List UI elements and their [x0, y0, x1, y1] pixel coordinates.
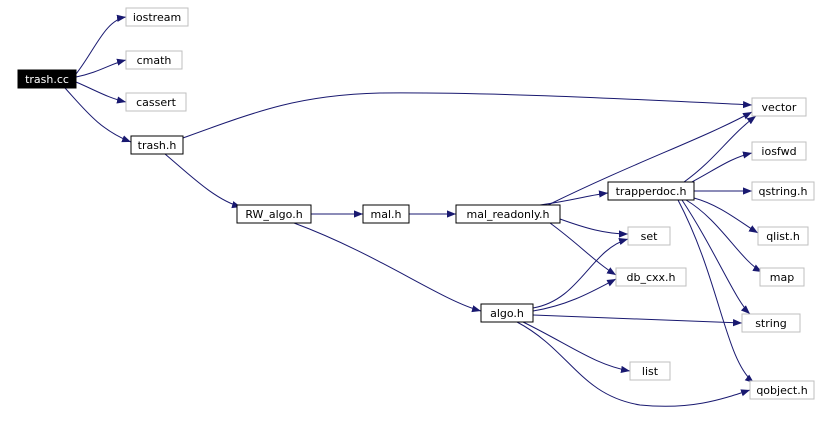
- node-string[interactable]: string: [741, 313, 801, 333]
- edge-trash_cc-to-iostream: [75, 14, 127, 75]
- node-cassert[interactable]: cassert: [125, 92, 187, 112]
- node-db-cxx-h[interactable]: db_cxx.h: [615, 267, 687, 287]
- node-label: algo.h: [490, 307, 524, 320]
- edge-trapperdoc_h-to-qlist_h: [693, 197, 759, 234]
- node-label: cassert: [136, 96, 177, 109]
- node-label: trapperdoc.h: [616, 185, 687, 198]
- node-box: [125, 7, 189, 27]
- node-label: iostream: [133, 11, 181, 24]
- node-box: [751, 181, 815, 201]
- edge-algo_h-to-qobject_h: [516, 321, 751, 407]
- edges-layer: [64, 14, 763, 407]
- node-box: [741, 313, 801, 333]
- node-box: [125, 92, 187, 112]
- edge-trapperdoc_h-to-iosfwd: [687, 151, 753, 185]
- node-trapperdoc-h[interactable]: trapperdoc.h: [607, 181, 695, 201]
- node-label: db_cxx.h: [626, 271, 675, 284]
- node-label: mal_readonly.h: [467, 208, 550, 221]
- node-label: vector: [762, 101, 797, 114]
- node-box: [759, 267, 805, 287]
- node-algo-h[interactable]: algo.h: [480, 303, 534, 323]
- node-label: qlist.h: [766, 230, 800, 243]
- node-box: [629, 361, 671, 381]
- node-label: set: [641, 230, 658, 243]
- node-box: [130, 135, 184, 155]
- node-box: [236, 204, 312, 224]
- node-iosfwd[interactable]: iosfwd: [751, 141, 807, 161]
- node-list[interactable]: list: [629, 361, 671, 381]
- node-label: mal.h: [371, 208, 402, 221]
- node-iostream[interactable]: iostream: [125, 7, 189, 27]
- node-box: [125, 50, 183, 70]
- edge-mal_readonly_h-to-set: [559, 218, 629, 238]
- edge-trash_h-to-rw_algo_h: [164, 153, 242, 209]
- edge-rw_algo_h-to-algo_h: [293, 222, 482, 313]
- node-box: [17, 69, 77, 89]
- nodes-layer: trash.cc iostream cmath cassert trash.h vecto…: [17, 7, 815, 400]
- edge-trapperdoc_h-to-string: [681, 199, 751, 315]
- node-label: RW_algo.h: [245, 208, 302, 221]
- edge-trash_cc-to-trash_h: [64, 87, 132, 143]
- node-trash-cc: trash.cc: [17, 69, 77, 89]
- edge-trapperdoc_h-to-qobject_h: [677, 199, 755, 384]
- edge-trapperdoc_h-to-map: [685, 199, 763, 273]
- node-cmath[interactable]: cmath: [125, 50, 183, 70]
- node-label: trash.cc: [25, 73, 69, 86]
- node-label: map: [770, 271, 794, 284]
- node-label: string: [755, 317, 787, 330]
- node-box: [362, 204, 410, 224]
- node-qobject-h[interactable]: qobject.h: [749, 380, 815, 400]
- node-label: trash.h: [138, 139, 177, 152]
- node-box: [455, 204, 561, 224]
- edge-algo_h-to-string: [532, 314, 743, 327]
- edge-mal_readonly_h-to-db_cxx_h: [549, 222, 617, 276]
- node-label: list: [642, 365, 659, 378]
- edge-algo_h-to-set: [532, 238, 629, 309]
- edge-trash_h-to-vector: [182, 92, 753, 139]
- node-label: qobject.h: [756, 384, 807, 397]
- node-trash-h[interactable]: trash.h: [130, 135, 184, 155]
- edge-algo_h-to-db_cxx_h: [532, 278, 617, 312]
- edge-trapperdoc_h-to-vector: [683, 115, 757, 183]
- edge-mal_readonly_h-to-vector: [547, 111, 753, 206]
- node-box: [480, 303, 534, 323]
- node-box: [615, 267, 687, 287]
- node-mal-readonly-h[interactable]: mal_readonly.h: [455, 204, 561, 224]
- edge-mal_readonly_h-to-trapperdoc_h: [539, 190, 609, 206]
- node-box: [751, 141, 807, 161]
- node-box: [607, 181, 695, 201]
- node-map[interactable]: map: [759, 267, 805, 287]
- node-qlist-h[interactable]: qlist.h: [757, 226, 809, 246]
- node-label: cmath: [137, 54, 172, 67]
- edge-trash_cc-to-cmath: [75, 58, 127, 78]
- node-label: iosfwd: [761, 145, 796, 158]
- edge-algo_h-to-list: [522, 321, 631, 374]
- node-box: [757, 226, 809, 246]
- node-label: qstring.h: [758, 185, 807, 198]
- node-set[interactable]: set: [627, 226, 671, 246]
- node-rw-algo-h[interactable]: RW_algo.h: [236, 204, 312, 224]
- node-qstring-h[interactable]: qstring.h: [751, 181, 815, 201]
- node-mal-h[interactable]: mal.h: [362, 204, 410, 224]
- node-vector[interactable]: vector: [751, 97, 807, 117]
- node-box: [751, 97, 807, 117]
- node-box: [749, 380, 815, 400]
- node-box: [627, 226, 671, 246]
- edge-trash_cc-to-cassert: [75, 81, 127, 104]
